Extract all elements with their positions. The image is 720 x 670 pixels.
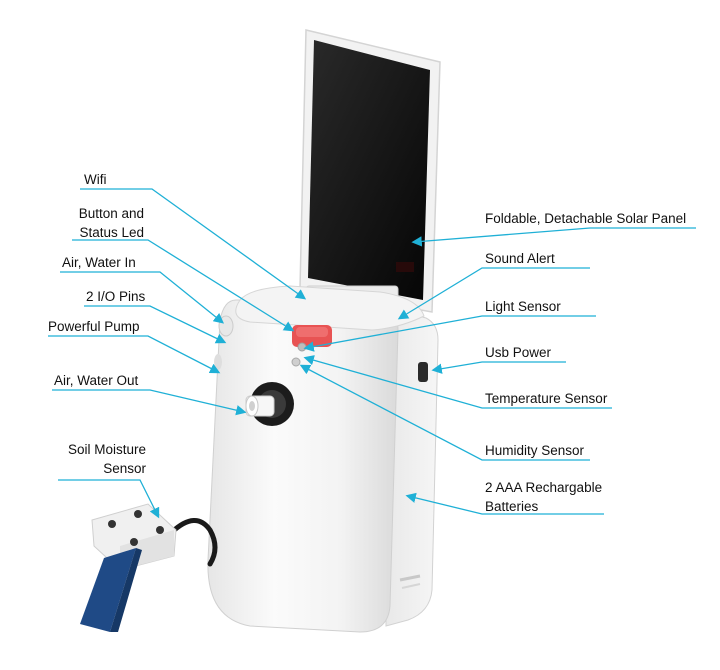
label-batteries: 2 AAA Rechargable Batteries <box>485 478 602 516</box>
leader-usb <box>431 361 566 374</box>
label-light-sensor: Light Sensor <box>485 299 561 314</box>
leader-lines <box>48 188 696 519</box>
label-solar-panel: Foldable, Detachable Solar Panel <box>485 211 687 226</box>
leader-wifi <box>80 188 307 300</box>
label-button-status-line2: Status Led <box>79 225 144 240</box>
light-sensor-dot <box>297 342 307 352</box>
panel-reflection <box>396 262 414 272</box>
label-io-pins: 2 I/O Pins <box>86 289 146 304</box>
label-sound-alert: Sound Alert <box>485 251 555 266</box>
water-outlet <box>245 382 294 426</box>
solar-panel <box>299 29 441 313</box>
label-air-water-out: Air, Water Out <box>54 373 139 388</box>
leader-sound <box>397 267 590 320</box>
label-air-water-in: Air, Water In <box>62 255 136 270</box>
leader-light <box>303 315 596 352</box>
leader-io-pins <box>84 305 227 344</box>
label-batteries-line1: 2 AAA Rechargable <box>485 480 603 495</box>
label-soil-line1: Soil Moisture <box>67 442 146 457</box>
device-body <box>207 285 439 633</box>
label-temperature-sensor: Temperature Sensor <box>485 391 608 406</box>
leader-temp <box>303 355 612 409</box>
leader-humidity <box>299 364 590 461</box>
label-soil-line2: Sensor <box>103 461 146 476</box>
label-wifi: Wifi <box>84 172 107 187</box>
soil-moisture-sensor <box>80 503 177 632</box>
label-button-status-line1: Button and <box>78 206 144 221</box>
humidity-sensor-dot <box>291 357 301 367</box>
label-pump: Powerful Pump <box>48 319 140 334</box>
leader-soil <box>58 479 160 519</box>
label-humidity-sensor: Humidity Sensor <box>485 443 585 458</box>
leader-button <box>72 239 295 332</box>
label-soil-moisture: Soil Moisture Sensor <box>42 440 146 478</box>
label-usb-power: Usb Power <box>485 345 552 360</box>
leader-air-out <box>52 389 247 416</box>
leader-solar <box>411 227 696 247</box>
leader-pump <box>48 335 221 374</box>
leader-batteries <box>405 492 604 515</box>
label-batteries-line2: Batteries <box>485 499 539 514</box>
sensor-cable <box>169 518 218 567</box>
leader-air-in <box>60 271 225 324</box>
label-button-status: Button and Status Led <box>44 204 144 242</box>
status-button <box>292 325 332 347</box>
usb-port <box>418 362 428 382</box>
